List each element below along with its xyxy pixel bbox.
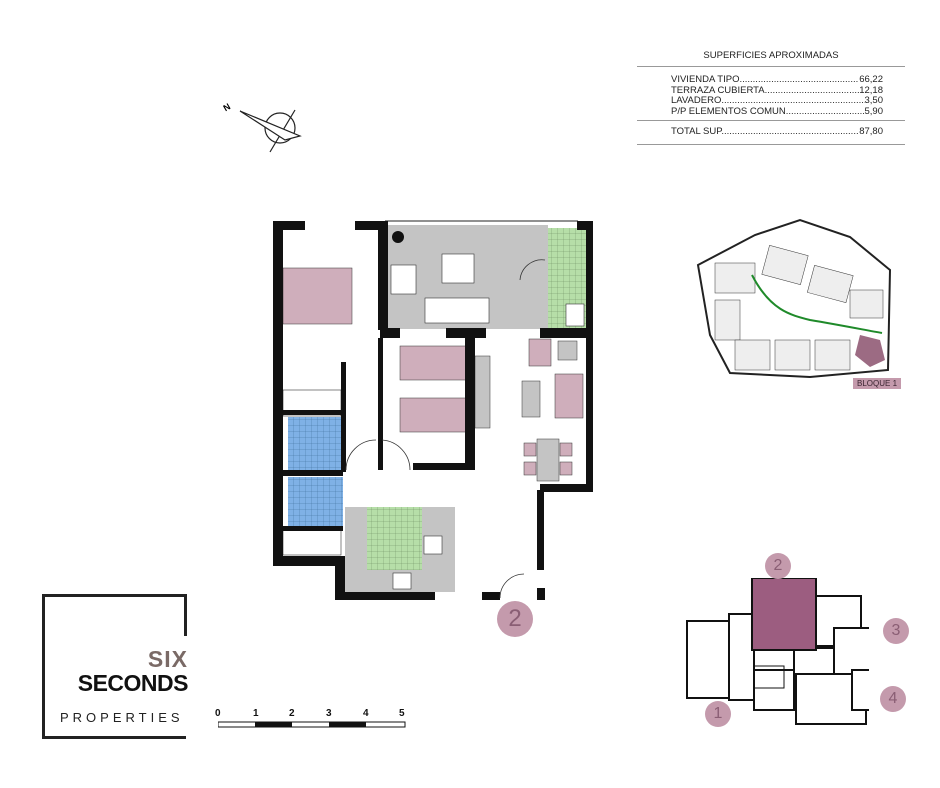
logo-line2: SECONDS: [77, 670, 189, 696]
total-value: 87,80: [859, 126, 883, 137]
area-value: 5,90: [864, 105, 884, 117]
scale-label: 1: [253, 708, 259, 719]
logo-line1: SIX: [147, 646, 188, 672]
door-swings: [345, 259, 546, 599]
armchair: [528, 338, 552, 367]
bathroom-2: [288, 477, 343, 527]
area-row: P/P ELEMENTOS COMUN. 5,90: [671, 105, 884, 118]
dining-chairs: [523, 442, 573, 476]
walls: [273, 221, 593, 600]
coffee-table: [521, 380, 541, 418]
kitchen-floor: [367, 507, 422, 570]
key-unit-4: 4: [880, 686, 906, 712]
green-path: [751, 274, 883, 334]
scale-label: 3: [326, 708, 332, 719]
area-label: TERRAZA CUBIERTA: [671, 84, 765, 96]
area-value: 66,22: [859, 74, 883, 85]
area-label: VIVIENDA TIPO: [671, 74, 740, 85]
highlighted-unit: [751, 578, 817, 651]
areas-title: SUPERFICIES APROXIMADAS: [703, 50, 839, 61]
bathtub: [282, 527, 342, 556]
divider: [637, 120, 905, 121]
bed: [399, 397, 471, 433]
total-row: TOTAL SUP. 87,80: [671, 126, 883, 138]
six-seconds-logo: SIX SECONDS PROPERTIES: [42, 594, 189, 739]
areas-table: SUPERFICIES APROXIMADAS VIVIENDA TIPO 66…: [637, 50, 905, 145]
key-plan: [686, 578, 869, 725]
area-value: 3,50: [864, 95, 884, 106]
wardrobe: [474, 355, 491, 429]
north-label: N: [222, 101, 233, 113]
scale-label: 4: [363, 708, 369, 719]
area-value: 12,18: [859, 84, 883, 96]
bed: [399, 345, 471, 381]
sofa: [554, 373, 584, 419]
scale-label: 5: [399, 708, 405, 719]
area-label: P/P ELEMENTOS COMUN.: [671, 105, 789, 117]
scale-bar: 0 1 2 3 4 5: [213, 708, 413, 738]
scale-label: 2: [289, 708, 295, 719]
divider: [637, 66, 905, 67]
total-label: TOTAL SUP.: [671, 126, 724, 137]
site-plan: [696, 218, 892, 379]
divider: [637, 143, 905, 145]
bed: [282, 267, 353, 325]
dining-table: [536, 438, 560, 482]
key-unit-1: 1: [705, 701, 731, 727]
cooktop-icon: [423, 535, 443, 555]
side-table: [557, 340, 578, 361]
area-row: TERRAZA CUBIERTA 12,18: [671, 84, 883, 97]
key-unit-3: 3: [883, 618, 909, 644]
area-label: LAVADERO: [671, 95, 722, 106]
highlighted-block: [855, 335, 885, 367]
area-row: LAVADERO 3,50: [671, 95, 884, 107]
compass-icon: N: [222, 101, 302, 153]
bathroom-1: [288, 417, 343, 470]
area-row: VIVIENDA TIPO 66,22: [671, 74, 883, 86]
unit-number-badge: 2: [497, 601, 533, 637]
terrace: [385, 220, 578, 329]
sink-icon: [392, 572, 412, 590]
washer-icon: [565, 303, 585, 327]
key-unit-2: 2: [765, 553, 791, 579]
logo-line3: PROPERTIES: [60, 710, 184, 725]
block-label: BLOQUE 1: [853, 378, 902, 389]
scale-label: 0: [215, 708, 221, 719]
